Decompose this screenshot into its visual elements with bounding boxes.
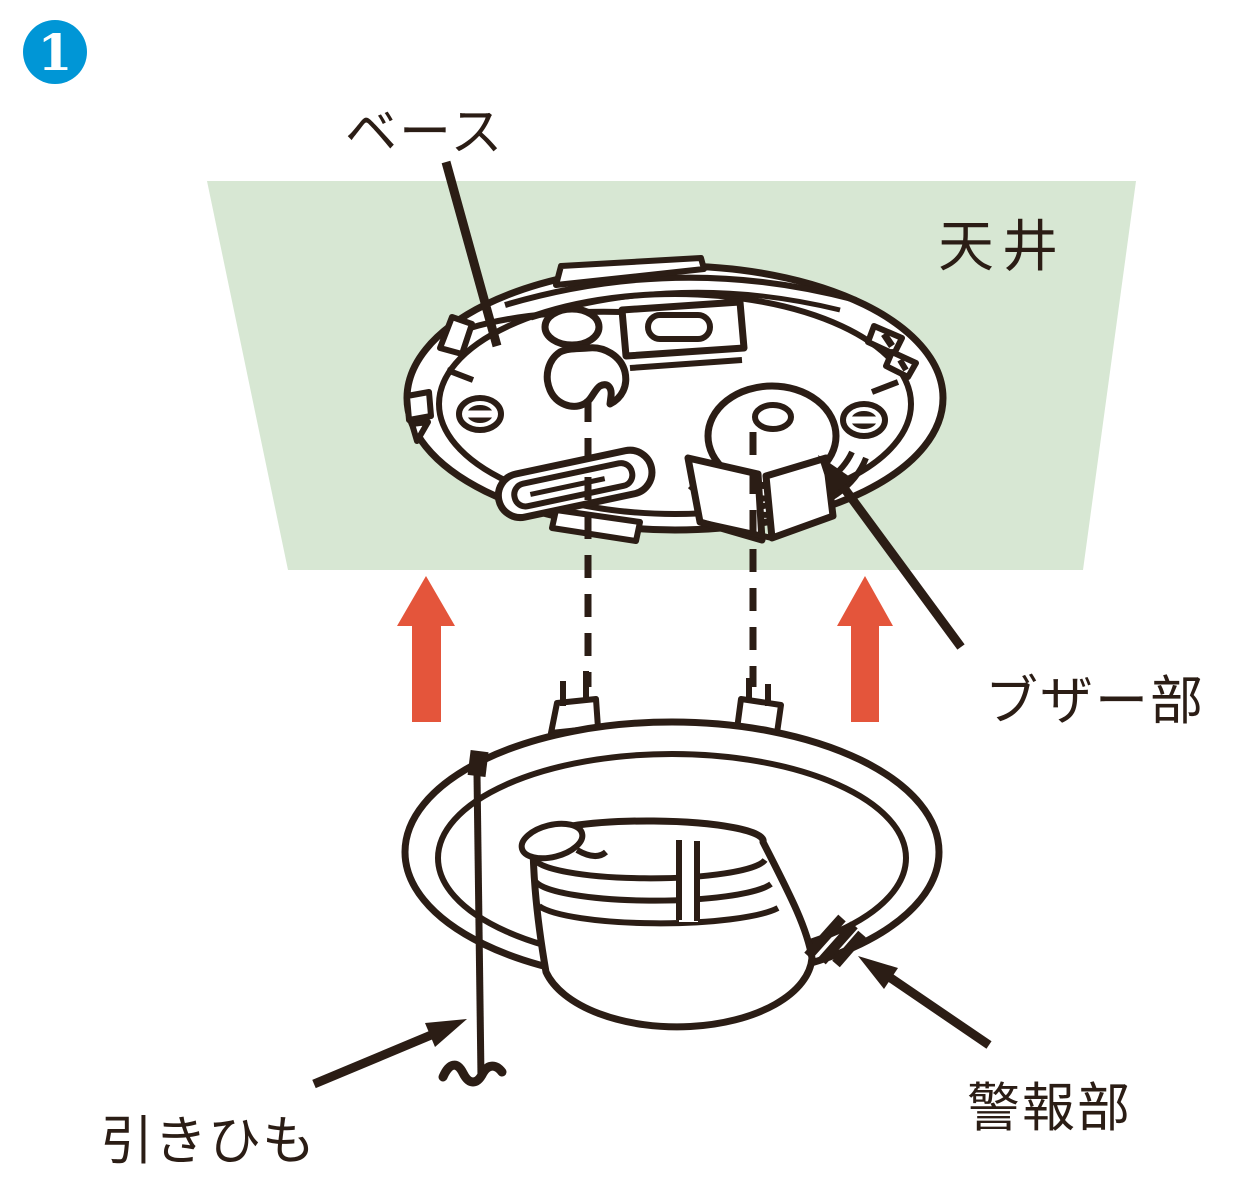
label-alarm: 警報部 bbox=[967, 1079, 1132, 1138]
base-flap-left bbox=[684, 454, 766, 544]
drum-rib-clear bbox=[679, 845, 698, 922]
label-base: ベース bbox=[345, 104, 504, 162]
base-round-cutout bbox=[541, 305, 603, 349]
label-buzzer: ブザー部 bbox=[985, 672, 1205, 731]
arrowhead-buzzer bbox=[818, 455, 853, 495]
pull-cord-line bbox=[473, 773, 485, 1079]
base-capsule-slot bbox=[494, 446, 656, 522]
capsule-inner-line bbox=[529, 476, 606, 497]
base-upperleft-edge bbox=[469, 308, 623, 331]
base-keyhole-hook bbox=[543, 344, 630, 410]
base-center-plate-band bbox=[629, 357, 743, 371]
leader-lines bbox=[312, 160, 992, 1089]
base-tab-bottom bbox=[549, 507, 643, 544]
drum-louver-2 bbox=[533, 879, 773, 904]
drum-louver-1 bbox=[531, 856, 768, 882]
up-arrow-right-icon bbox=[837, 576, 893, 722]
leader-arrowheads bbox=[425, 455, 898, 1047]
leader-pull-cord bbox=[312, 1028, 438, 1089]
alarm-hatch-1 bbox=[804, 914, 846, 960]
base-tab-left bbox=[404, 389, 434, 423]
alignment-guides bbox=[584, 399, 757, 687]
alarm-hatch-2 bbox=[818, 921, 858, 965]
detector-body bbox=[401, 671, 943, 1087]
base-radial-tick-right bbox=[870, 379, 900, 395]
leader-buzzer bbox=[829, 470, 965, 650]
up-arrow-left-icon bbox=[397, 576, 455, 722]
base-tab-topleft bbox=[437, 314, 475, 357]
base-top-lip-outer bbox=[504, 274, 857, 308]
base-flap-right bbox=[762, 454, 837, 542]
flange-vent-link bbox=[575, 847, 609, 859]
label-pull-cord: 引きひも bbox=[100, 1112, 316, 1171]
arrowhead-pull-cord bbox=[425, 1019, 467, 1047]
drum-louver-3 bbox=[537, 903, 780, 927]
base-tab-topright-mark-b bbox=[897, 358, 909, 372]
labels: ベース 天井 ブザー部 警報部 引きひも bbox=[100, 104, 1205, 1171]
base-top-plate bbox=[553, 255, 707, 288]
flange-vent-hole bbox=[518, 820, 586, 862]
alarm-hatch-3 bbox=[832, 930, 866, 968]
flange-vent bbox=[518, 820, 586, 862]
base-boss-hole bbox=[752, 402, 794, 432]
base-plate bbox=[403, 255, 947, 544]
alarm-hatch bbox=[804, 914, 866, 968]
leader-alarm bbox=[873, 964, 992, 1049]
arrowhead-alarm bbox=[858, 956, 898, 989]
step-badge-number: 1 bbox=[38, 23, 73, 82]
base-tab-topright-mark-a bbox=[881, 332, 895, 348]
diagram-root bbox=[207, 160, 1136, 1089]
base-flap-join bbox=[699, 519, 773, 541]
cord-anchor-block bbox=[467, 750, 489, 778]
cord-anchor bbox=[467, 750, 489, 778]
step-badge-circle bbox=[23, 20, 87, 84]
base-radial-tick-left bbox=[445, 367, 475, 383]
leader-base bbox=[441, 160, 502, 348]
base-notch-left bbox=[409, 419, 431, 444]
label-ceiling: 天井 bbox=[938, 215, 1066, 278]
step-badge: 1 bbox=[23, 20, 87, 84]
base-center-slot bbox=[645, 312, 713, 342]
pull-cord-end-squiggle bbox=[438, 1060, 507, 1087]
up-arrows bbox=[397, 576, 893, 722]
